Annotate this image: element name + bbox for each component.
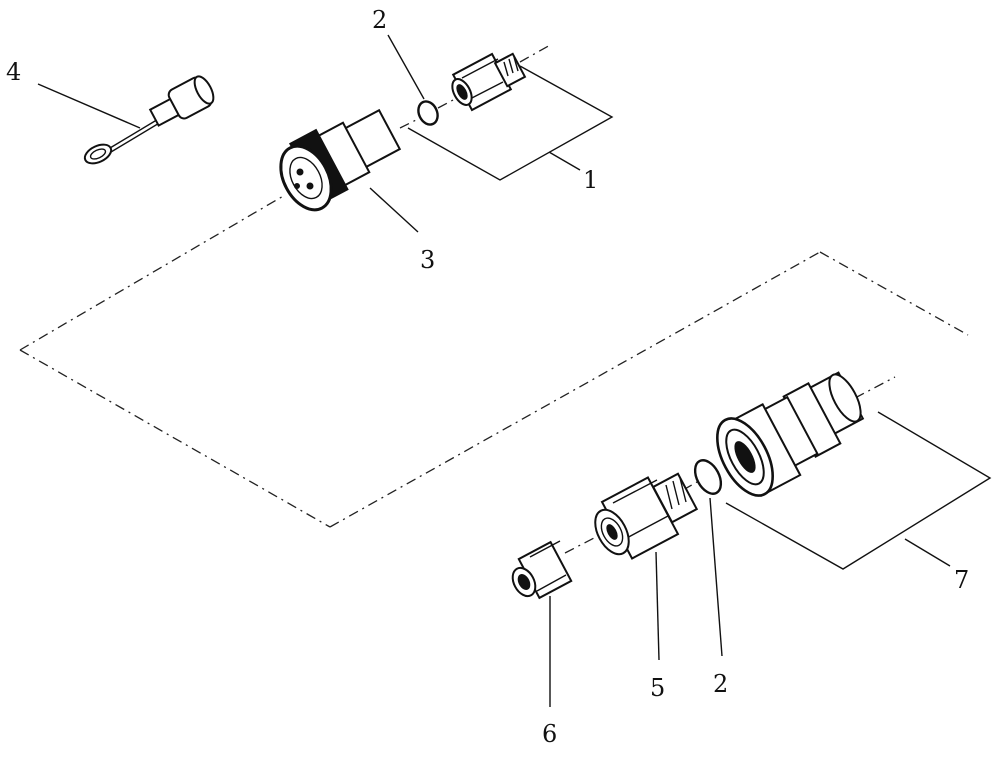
o-ring-part-2-top [417, 100, 439, 126]
callout-5: 5 [650, 674, 665, 702]
adapter-fitting-part-1 [451, 52, 527, 112]
leader-lines [37, 34, 992, 707]
o-ring-part-2-bottom [693, 459, 723, 495]
callout-2-bottom: 2 [713, 670, 728, 698]
quick-coupler-part-3 [279, 108, 402, 212]
callout-2-top: 2 [372, 6, 387, 34]
callout-4: 4 [6, 58, 21, 86]
adapter-fitting-part-5 [594, 472, 699, 560]
callout-6: 6 [542, 720, 557, 748]
fitting-part-6 [511, 540, 573, 600]
quick-coupler-part-7 [716, 371, 865, 497]
callout-1: 1 [583, 166, 598, 194]
callout-7: 7 [954, 566, 969, 594]
callout-labels: 4 2 1 3 7 5 2 6 [6, 6, 969, 748]
center-lines [19, 43, 969, 554]
dust-plug-part-4 [83, 75, 215, 165]
callout-3: 3 [420, 246, 435, 274]
